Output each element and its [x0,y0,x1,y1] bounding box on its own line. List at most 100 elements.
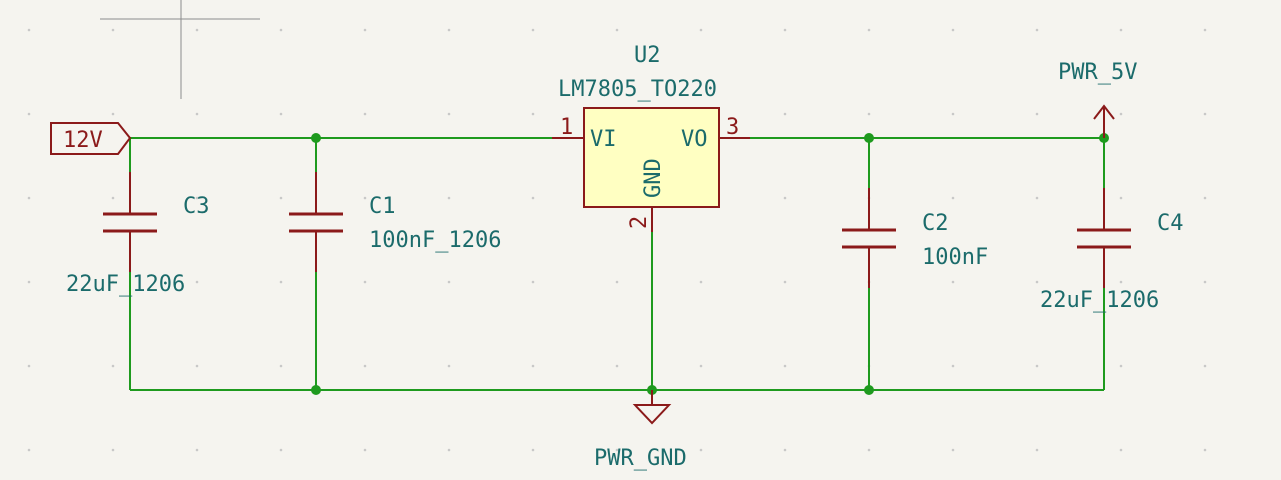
grid-dot [111,448,115,452]
regulator-u2[interactable]: U2 LM7805_TO220 1 3 2 VI VO GND [552,43,750,232]
grid-dot [195,448,199,452]
junction-c2-top [864,133,874,143]
u2-pin-vo-label: VO [681,127,708,152]
ground-triangle-icon [632,390,672,425]
grid-dot [783,112,787,116]
u2-value: LM7805_TO220 [558,77,717,102]
grid-dot [1203,448,1207,452]
grid-dots [27,28,1207,452]
grid-dot [27,196,31,200]
net-label-12v-text: 12V [63,128,103,153]
c4-value: 22uF_1206 [1040,288,1159,313]
grid-dot [615,448,619,452]
grid-dot [1119,448,1123,452]
power-arrow-up-icon [1093,104,1115,138]
grid-dot [447,448,451,452]
grid-dot [615,280,619,284]
grid-dot [531,196,535,200]
grid-dot [531,28,535,32]
c2-ref: C2 [922,211,949,236]
junction-c1-top [311,133,321,143]
grid-dot [363,280,367,284]
hierarchical-label-arrow-icon [50,122,132,155]
capacitor-c4[interactable]: C4 22uF_1206 [1040,188,1184,313]
grid-dot [867,28,871,32]
net-label-12v[interactable]: 12V [50,122,132,155]
grid-dot [195,112,199,116]
grid-dot [783,28,787,32]
junction-c2-bottom [864,385,874,395]
grid-dot [279,364,283,368]
grid-dot [363,448,367,452]
capacitor-c3[interactable]: C3 22uF_1206 [66,172,210,297]
power-5v-label: PWR_5V [1058,60,1137,85]
grid-dot [1035,448,1039,452]
u2-pin3-number: 3 [726,115,739,140]
power-symbol-5v[interactable]: PWR_5V [1058,60,1137,138]
grid-dot [447,280,451,284]
grid-dot [951,280,955,284]
grid-dot [195,196,199,200]
grid-dot [1119,196,1123,200]
grid-dot [1203,112,1207,116]
grid-dot [951,196,955,200]
grid-dot [531,364,535,368]
capacitor-c1[interactable]: C1 100nF_1206 [289,172,501,272]
c2-value: 100nF [922,245,988,270]
grid-dot [1203,196,1207,200]
capacitor-symbol-icon [289,172,343,272]
grid-dot [951,112,955,116]
capacitor-c2[interactable]: C2 100nF [842,188,988,288]
u2-pin-vi-label: VI [590,127,617,152]
grid-dot [111,280,115,284]
grid-dot [27,448,31,452]
grid-dot [279,112,283,116]
grid-dot [1203,28,1207,32]
u2-body [583,107,720,208]
grid-dot [1035,280,1039,284]
grid-dot [447,28,451,32]
capacitor-symbol-icon [1077,188,1131,288]
power-gnd-label: PWR_GND [594,446,687,471]
grid-dot [1035,196,1039,200]
grid-dot [699,28,703,32]
grid-dot [195,364,199,368]
grid-dot [363,196,367,200]
grid-dot [783,448,787,452]
power-symbol-gnd[interactable]: PWR_GND [594,390,687,471]
grid-dot [111,28,115,32]
grid-dot [699,448,703,452]
junction-c1-bottom [311,385,321,395]
grid-dot [531,280,535,284]
grid-dot [867,448,871,452]
grid-dot [699,280,703,284]
grid-dot [195,28,199,32]
grid-dot [783,364,787,368]
grid-dot [447,196,451,200]
grid-dot [363,364,367,368]
c3-ref: C3 [183,194,210,219]
grid-dot [531,448,535,452]
grid-dot [279,28,283,32]
grid-dot [1035,28,1039,32]
c1-value: 100nF_1206 [369,228,501,253]
u2-pin2-number: 2 [627,216,652,229]
grid-dot [1119,112,1123,116]
grid-dot [111,196,115,200]
grid-dot [195,280,199,284]
grid-dot [1119,280,1123,284]
wires [129,137,1105,391]
grid-dot [531,112,535,116]
grid-dot [27,280,31,284]
grid-dot [1035,112,1039,116]
grid-dot [1203,280,1207,284]
grid-dot [447,364,451,368]
grid-dot [951,364,955,368]
grid-dot [279,280,283,284]
cursor-crosshair [100,0,260,99]
capacitor-symbol-icon [842,188,896,288]
u2-pin1-number: 1 [560,115,573,140]
grid-dot [1119,28,1123,32]
